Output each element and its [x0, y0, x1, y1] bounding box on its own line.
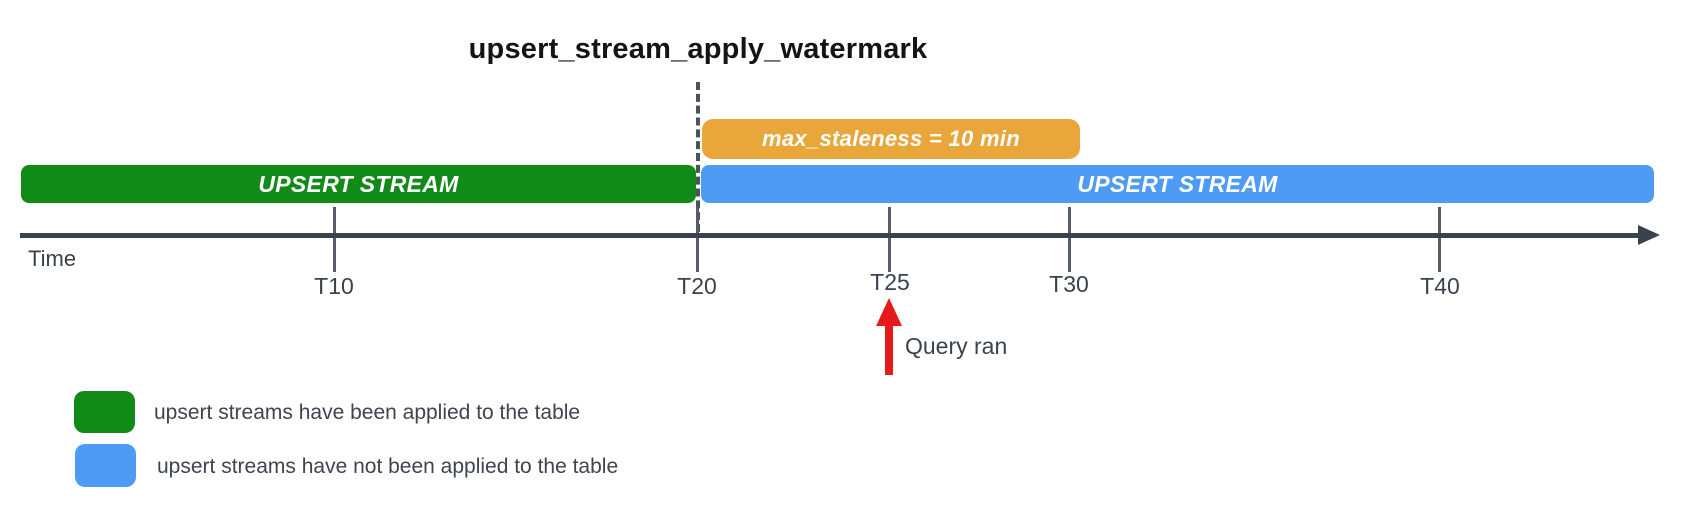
watermark-dashed-line: [696, 82, 700, 232]
upsert-stream-unapplied-bar: UPSERT STREAM: [701, 165, 1654, 203]
tick-t10: [333, 207, 336, 272]
query-ran-label: Query ran: [905, 333, 1008, 359]
legend-label-unapplied: upsert streams have not been applied to …: [157, 455, 619, 478]
legend-swatch-applied: [74, 391, 135, 433]
tick-label-t30: T30: [1049, 271, 1089, 297]
query-ran-arrow-shaft: [885, 322, 893, 375]
upsert-stream-applied-bar: UPSERT STREAM: [21, 165, 696, 203]
legend-swatch-unapplied: [75, 444, 136, 487]
query-ran-arrow-icon: [876, 298, 902, 326]
legend-label-applied: upsert streams have been applied to the …: [154, 401, 581, 424]
tick-t20: [696, 207, 699, 272]
time-axis-line: [20, 233, 1642, 238]
max-staleness-bar: max_staleness = 10 min: [702, 119, 1080, 159]
tick-label-t25: T25: [870, 269, 910, 295]
tick-t40: [1438, 207, 1441, 272]
upsert-stream-unapplied-label: UPSERT STREAM: [1077, 170, 1278, 197]
tick-label-t10: T10: [314, 273, 354, 299]
time-axis-label: Time: [28, 246, 77, 271]
tick-label-t40: T40: [1420, 273, 1460, 299]
tick-t30: [1068, 207, 1071, 272]
tick-t25: [888, 207, 891, 272]
max-staleness-label: max_staleness = 10 min: [762, 126, 1020, 151]
time-axis-arrowhead-icon: [1638, 225, 1660, 245]
upsert-stream-applied-label: UPSERT STREAM: [258, 170, 459, 197]
tick-label-t20: T20: [677, 273, 717, 299]
diagram-title: upsert_stream_apply_watermark: [468, 33, 928, 65]
